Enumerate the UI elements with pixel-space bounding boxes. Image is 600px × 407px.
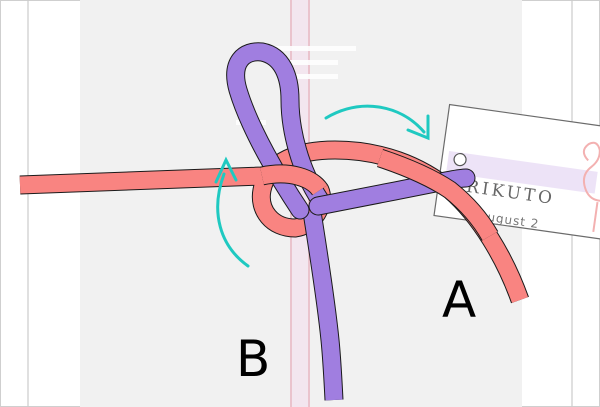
arrow-up-left — [216, 172, 250, 268]
arrow-up-left-head — [214, 156, 238, 184]
label-b: B — [236, 330, 270, 388]
label-a: A — [442, 271, 476, 329]
tag-hole — [453, 152, 467, 167]
flamingo-icon — [582, 141, 600, 232]
tag-cord-shadow — [446, 150, 598, 194]
direction-arrows — [214, 104, 430, 268]
rope-b — [226, 42, 476, 401]
arrow-right-top-head — [406, 114, 430, 141]
rope-a-over-segment — [260, 148, 499, 241]
arrow-right-top — [324, 104, 426, 134]
